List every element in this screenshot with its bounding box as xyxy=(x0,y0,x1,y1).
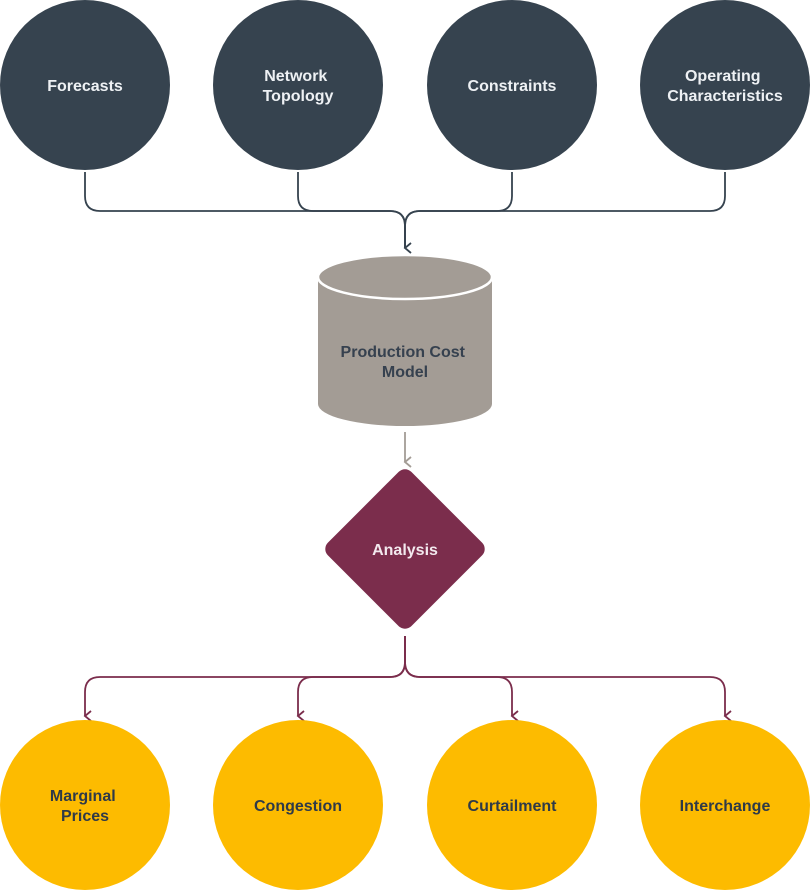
node-label: Congestion xyxy=(254,798,342,815)
svg-text:Operating Characteri: Operating Characteristics xyxy=(667,68,783,105)
svg-text:Congestion: Congestion xyxy=(254,798,342,815)
connector-interchange xyxy=(404,636,732,722)
node-label: Model xyxy=(382,364,428,381)
connector-network-topology xyxy=(297,172,406,248)
node-label: Prices xyxy=(61,808,109,825)
node-label: Forecasts xyxy=(47,78,123,95)
node-label: Characteristics xyxy=(667,88,783,105)
node-curtailment: Curtailment xyxy=(427,720,597,890)
svg-text:Interchange: Interchange xyxy=(680,798,771,815)
node-network-topology: Network Topology xyxy=(213,0,383,170)
node-interchange: Interchange xyxy=(640,720,810,890)
node-label: Topology xyxy=(263,88,334,105)
node-constraints: Constraints xyxy=(427,0,597,170)
connector-forecasts xyxy=(84,172,412,254)
node-label: Interchange xyxy=(680,798,771,815)
connector-marginal-prices xyxy=(83,636,406,722)
connector-congestion xyxy=(296,636,406,722)
svg-text:Marginal Prices: Marginal Prices xyxy=(50,788,120,825)
svg-text:Constraints: Constraints xyxy=(468,78,557,95)
analysis-diamond xyxy=(325,469,485,629)
node-operating-characteristics: Operating Characteristics xyxy=(640,0,810,170)
svg-text:Network Topology: Network Topology xyxy=(263,68,334,105)
node-label: Network xyxy=(264,68,327,85)
node-label: Constraints xyxy=(468,78,557,95)
node-label: Production Cost xyxy=(341,344,466,361)
node-label: Marginal xyxy=(50,788,116,805)
connector-constraints xyxy=(404,172,513,248)
input-connectors xyxy=(84,172,726,254)
cylinder-body xyxy=(318,277,492,426)
analysis-label: Analysis xyxy=(372,542,438,559)
node-label: Curtailment xyxy=(468,798,558,815)
node-congestion: Congestion xyxy=(213,720,383,890)
output-connectors xyxy=(83,636,732,722)
svg-text:Forecasts: Forecasts xyxy=(47,78,123,95)
node-forecasts: Forecasts xyxy=(0,0,170,170)
svg-text:Production Cost Model: Production Cost Model xyxy=(341,344,470,381)
svg-text:Curtailment: Curtailment xyxy=(468,798,558,815)
node-analysis: Analysis xyxy=(325,469,485,629)
node-production-cost-model: Production Cost Model xyxy=(316,253,494,426)
connector-operating-characteristics xyxy=(404,172,726,248)
node-marginal-prices: Marginal Prices xyxy=(0,720,170,890)
output-nodes: Marginal Prices Congestion Curtailment xyxy=(0,720,810,890)
cylinder-top xyxy=(316,253,494,301)
node-label: Operating xyxy=(685,68,761,85)
connector-curtailment xyxy=(404,636,519,722)
input-nodes: Forecasts Network Topology Constraints xyxy=(0,0,810,170)
